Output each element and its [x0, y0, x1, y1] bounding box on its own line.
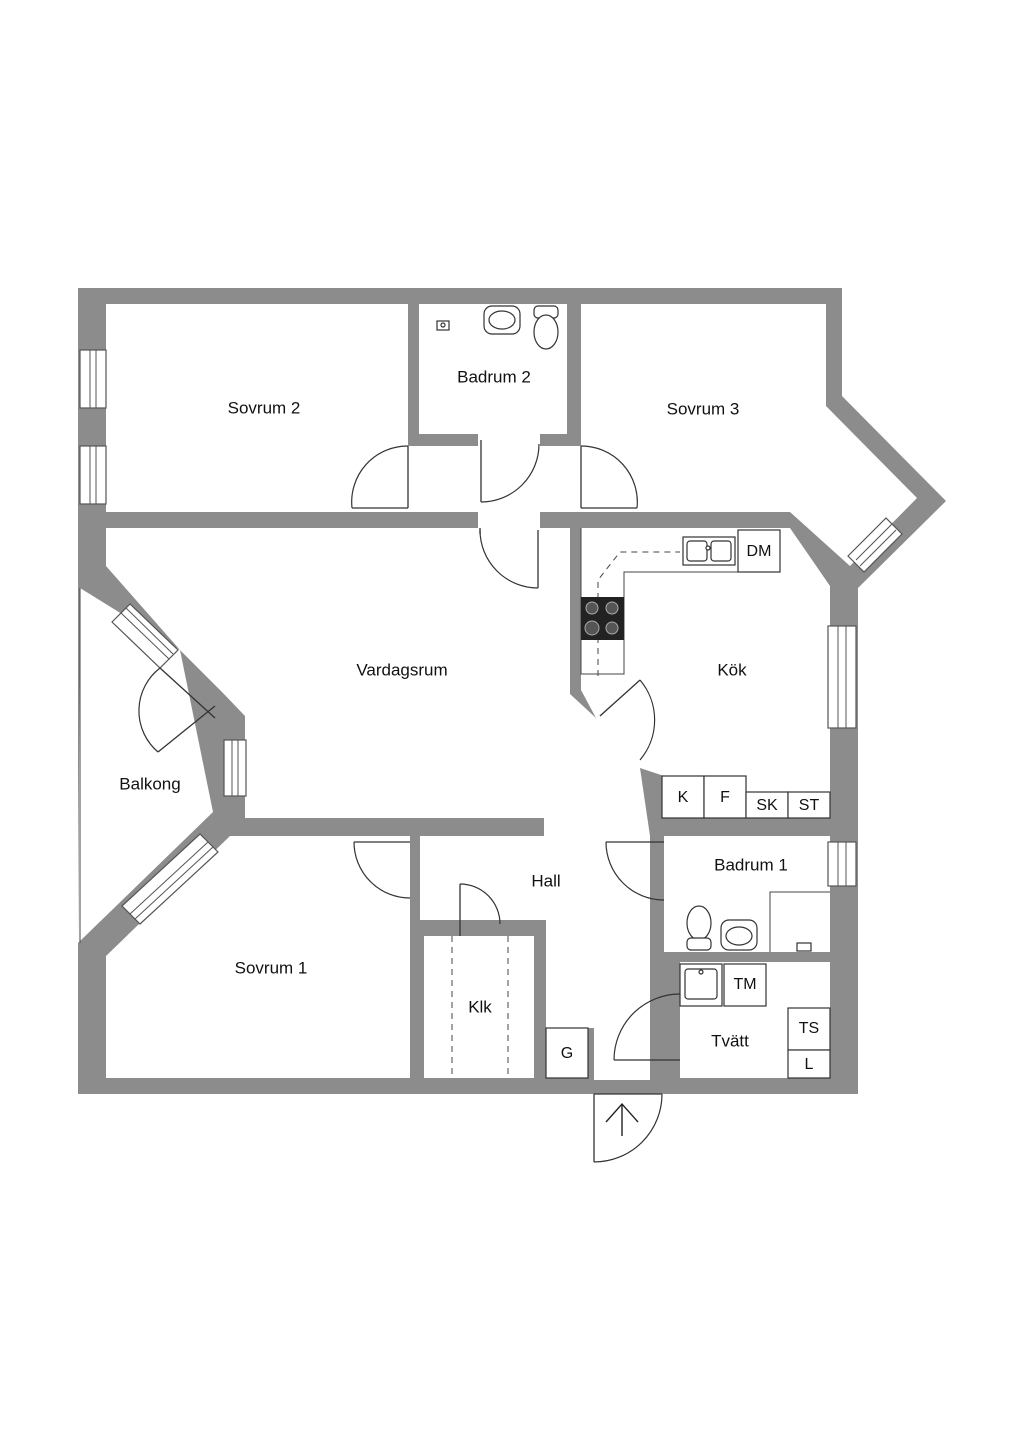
- room-label-badrum2: Badrum 2: [457, 367, 531, 386]
- room-floors: [78, 304, 917, 1080]
- cabinet-l: [787, 1049, 831, 1079]
- room-label-sovrum3: Sovrum 3: [667, 399, 740, 418]
- room-label-sovrum1: Sovrum 1: [235, 958, 308, 977]
- toilet-icon-badrum1: [686, 905, 712, 951]
- room-label-balkong: Balkong: [119, 774, 180, 793]
- window-sovrum2-upper: [79, 349, 107, 409]
- windows: [79, 349, 903, 943]
- door-sovrum3[interactable]: [580, 445, 638, 509]
- fixture-label-g: G: [561, 1045, 573, 1062]
- room-label-vardagsrum: Vardagsrum: [356, 660, 447, 679]
- kitchen-sink-icon: [682, 536, 736, 566]
- fixture-label-dm: DM: [747, 543, 772, 560]
- sink-icon: [483, 305, 521, 335]
- cabinet-st: [787, 791, 831, 819]
- fixture-label-l: L: [805, 1056, 814, 1073]
- door-entrance[interactable]: [593, 1093, 663, 1163]
- fixture-label-sk: SK: [756, 797, 778, 814]
- window-vardagsrum-balkong: [111, 603, 179, 669]
- entrance-arrow-icon: [605, 1102, 639, 1136]
- door-sovrum2[interactable]: [351, 445, 409, 509]
- room-label-badrum1: Badrum 1: [714, 855, 788, 874]
- sink-icon-badrum1: [720, 919, 758, 951]
- cabinet-sk: [745, 791, 789, 819]
- window-badrum1: [827, 841, 857, 887]
- shower-mixer-icon: [436, 320, 450, 331]
- room-label-kok: Kök: [717, 660, 747, 679]
- door-sovrum1[interactable]: [353, 841, 411, 899]
- door-vardagsrum[interactable]: [479, 528, 539, 589]
- fixture-label-st: ST: [799, 797, 820, 814]
- fixtures: DM K F SK ST: [436, 305, 831, 1079]
- wardrobe-g: [545, 1027, 589, 1079]
- window-kok: [827, 625, 857, 729]
- window-sovrum1: [121, 833, 219, 925]
- fixture-label-tm: TM: [733, 976, 756, 993]
- room-label-klk: Klk: [468, 997, 492, 1016]
- room-label-tvatt: Tvätt: [711, 1031, 749, 1050]
- toilet-icon: [533, 305, 559, 350]
- door-badrum2[interactable]: [480, 440, 540, 503]
- door-kok[interactable]: [599, 679, 656, 761]
- dm-cabinet: [737, 529, 781, 573]
- washer-tm: [723, 963, 767, 1007]
- fixture-label-f: F: [720, 789, 730, 806]
- door-klk[interactable]: [459, 883, 501, 936]
- shower-area: [769, 891, 830, 952]
- room-label-sovrum2: Sovrum 2: [228, 398, 301, 417]
- window-vardagsrum-small: [223, 739, 247, 797]
- door-badrum1[interactable]: [605, 841, 665, 901]
- room-label-hall: Hall: [531, 871, 560, 890]
- door-tvatt[interactable]: [613, 993, 681, 1061]
- door-balkong[interactable]: [138, 667, 216, 753]
- window-sovrum3: [847, 517, 903, 573]
- room-labels: Sovrum 2 Badrum 2 Sovrum 3 Vardagsrum Kö…: [119, 367, 788, 1050]
- doors: [138, 440, 681, 1163]
- window-sovrum2-lower: [79, 445, 107, 505]
- fixture-label-k: K: [678, 789, 689, 806]
- dryer-ts: [787, 1007, 831, 1051]
- fixture-label-ts: TS: [799, 1020, 819, 1037]
- laundry-sink-icon: [679, 963, 723, 1007]
- stove-icon: [581, 597, 624, 640]
